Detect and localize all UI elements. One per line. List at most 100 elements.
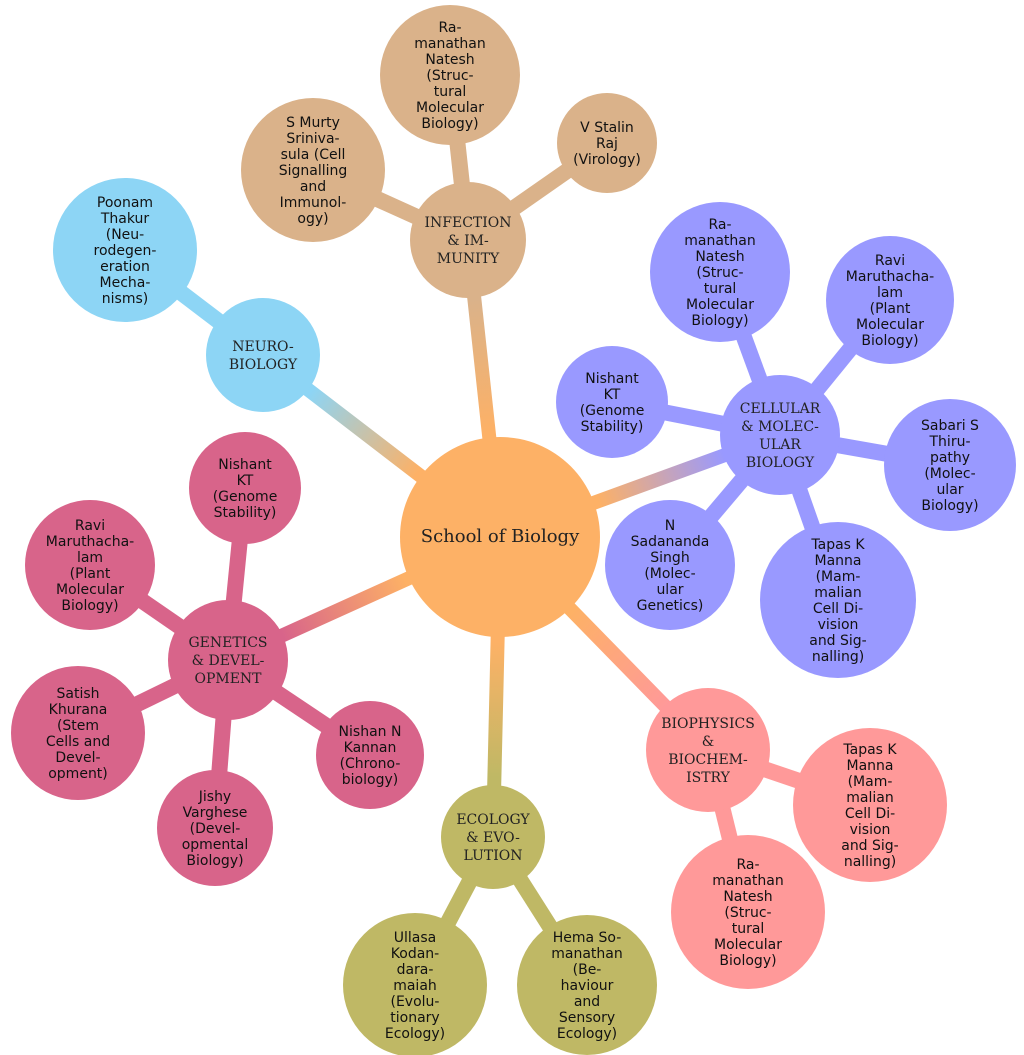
cellular-molecular-biology-label-line: CELLULAR bbox=[740, 401, 821, 417]
leaf-label-line: and Sig- bbox=[841, 838, 899, 854]
leaf-label-line: Maruthacha- bbox=[46, 534, 134, 550]
leaf-node[interactable] bbox=[884, 399, 1016, 531]
leaf-label-line: Biology) bbox=[421, 116, 478, 132]
leaf-label-line: (Stem bbox=[57, 718, 99, 734]
leaf-label-line: (Virology) bbox=[573, 152, 641, 168]
leaf-label-line: Molecular bbox=[714, 937, 782, 953]
leaf-label-line: (Mam- bbox=[848, 774, 893, 790]
ecology-evolution-label: ECOLOGY& EVO-LUTION bbox=[456, 812, 530, 864]
leaf-label-line: malian bbox=[814, 585, 861, 601]
infection-immunity-node[interactable] bbox=[410, 182, 526, 298]
leaf-node[interactable] bbox=[826, 236, 954, 364]
neurobiology-node[interactable] bbox=[206, 298, 320, 412]
leaf-label-line: lam bbox=[77, 550, 103, 566]
leaf-node[interactable] bbox=[793, 728, 947, 882]
leaf-label-line: S Murty bbox=[286, 115, 340, 131]
genetics-development-node[interactable] bbox=[168, 600, 288, 720]
leaf-node[interactable] bbox=[25, 500, 155, 630]
leaf-label-line: Tapas K bbox=[810, 537, 865, 553]
leaf-label-line: tural bbox=[704, 281, 737, 297]
leaf-node[interactable] bbox=[343, 913, 487, 1055]
neurobiology-label-line: BIOLOGY bbox=[229, 357, 298, 373]
leaf-label-line: vision bbox=[850, 822, 891, 838]
biophysics-biochemistry-label-line: ISTRY bbox=[686, 770, 731, 786]
leaf-label-line: Cell Di- bbox=[813, 601, 863, 617]
leaf-label-line: Sadananda bbox=[631, 534, 710, 550]
leaf-label-line: haviour bbox=[561, 978, 614, 994]
biophysics-biochemistry-label-line: & bbox=[702, 734, 714, 750]
leaf-node[interactable] bbox=[11, 666, 145, 800]
leaf-node[interactable] bbox=[380, 5, 520, 145]
leaf-node[interactable] bbox=[189, 432, 301, 544]
leaf-label-line: Nishant bbox=[218, 457, 272, 473]
leaf-label-line: (Mam- bbox=[816, 569, 861, 585]
leaf-label-line: KT bbox=[237, 473, 254, 489]
leaf-label-line: V Stalin bbox=[580, 120, 634, 136]
leaf-label-line: rodegen- bbox=[94, 243, 157, 259]
ecology-evolution-label-line: ECOLOGY bbox=[456, 812, 530, 828]
leaf-node[interactable] bbox=[556, 346, 668, 458]
leaf-node[interactable] bbox=[557, 93, 657, 193]
cellular-molecular-biology-node[interactable] bbox=[720, 375, 840, 495]
cellular-molecular-biology-label-line: BIOLOGY bbox=[746, 455, 815, 471]
leaf-label-line: dara- bbox=[397, 962, 434, 978]
leaf-node[interactable] bbox=[53, 178, 197, 322]
leaf-label-line: Mecha- bbox=[100, 275, 151, 291]
leaf-label-line: (Devel- bbox=[190, 821, 241, 837]
leaf-label-line: Ra- bbox=[736, 857, 759, 873]
leaf-label-line: Cell Di- bbox=[845, 806, 895, 822]
leaf-label-line: Biology) bbox=[61, 598, 118, 614]
leaf-label-line: tural bbox=[732, 921, 765, 937]
leaf-label-line: tionary bbox=[390, 1010, 439, 1026]
ecology-evolution-node[interactable] bbox=[441, 785, 545, 889]
leaf-label-line: tural bbox=[434, 84, 467, 100]
biophysics-biochemistry-label-line: BIOPHYSICS bbox=[661, 716, 755, 732]
leaf-node[interactable] bbox=[605, 500, 735, 630]
leaf-node[interactable] bbox=[241, 98, 385, 242]
leaf-label-line: Nishan N bbox=[339, 724, 402, 740]
leaf-label-line: Raj bbox=[596, 136, 618, 152]
leaf-node[interactable] bbox=[760, 522, 916, 678]
leaf-label-line: (Struc- bbox=[426, 68, 473, 84]
leaf-node[interactable] bbox=[517, 915, 657, 1055]
leaf-label-line: Molecular bbox=[686, 297, 754, 313]
leaf-label-line: (Genome bbox=[580, 403, 645, 419]
biophysics-biochemistry-node[interactable] bbox=[646, 688, 770, 812]
leaf-node[interactable] bbox=[316, 701, 424, 809]
genetics-development-label: GENETICS& DEVEL-OPMENT bbox=[188, 635, 267, 687]
leaf-label-line: Tapas K bbox=[842, 742, 897, 758]
leaf-node[interactable] bbox=[671, 835, 825, 989]
leaf-label-line: ular bbox=[656, 582, 683, 598]
leaf-label-line: Thiru- bbox=[929, 434, 971, 450]
root-node[interactable] bbox=[400, 437, 600, 637]
genetics-development-label-line: GENETICS bbox=[188, 635, 267, 651]
leaf-label-line: Kodan- bbox=[391, 946, 439, 962]
leaf-label-line: Biology) bbox=[186, 853, 243, 869]
leaf-label-line: nalling) bbox=[844, 854, 896, 870]
leaf-label-line: Hema So- bbox=[553, 930, 622, 946]
infection-immunity-label-line: & IM- bbox=[447, 233, 489, 249]
leaf-node[interactable] bbox=[157, 770, 273, 886]
leaf-node[interactable] bbox=[650, 202, 790, 342]
leaf-label-line: (Molec- bbox=[924, 466, 975, 482]
leaf-label-line: nalling) bbox=[812, 649, 864, 665]
leaf-label-line: manathan bbox=[712, 873, 783, 889]
leaf-label-line: malian bbox=[846, 790, 893, 806]
leaf-label-line: KT bbox=[604, 387, 621, 403]
leaf-label-line: Cells and bbox=[46, 734, 110, 750]
leaf-label-line: Poonam bbox=[97, 195, 153, 211]
